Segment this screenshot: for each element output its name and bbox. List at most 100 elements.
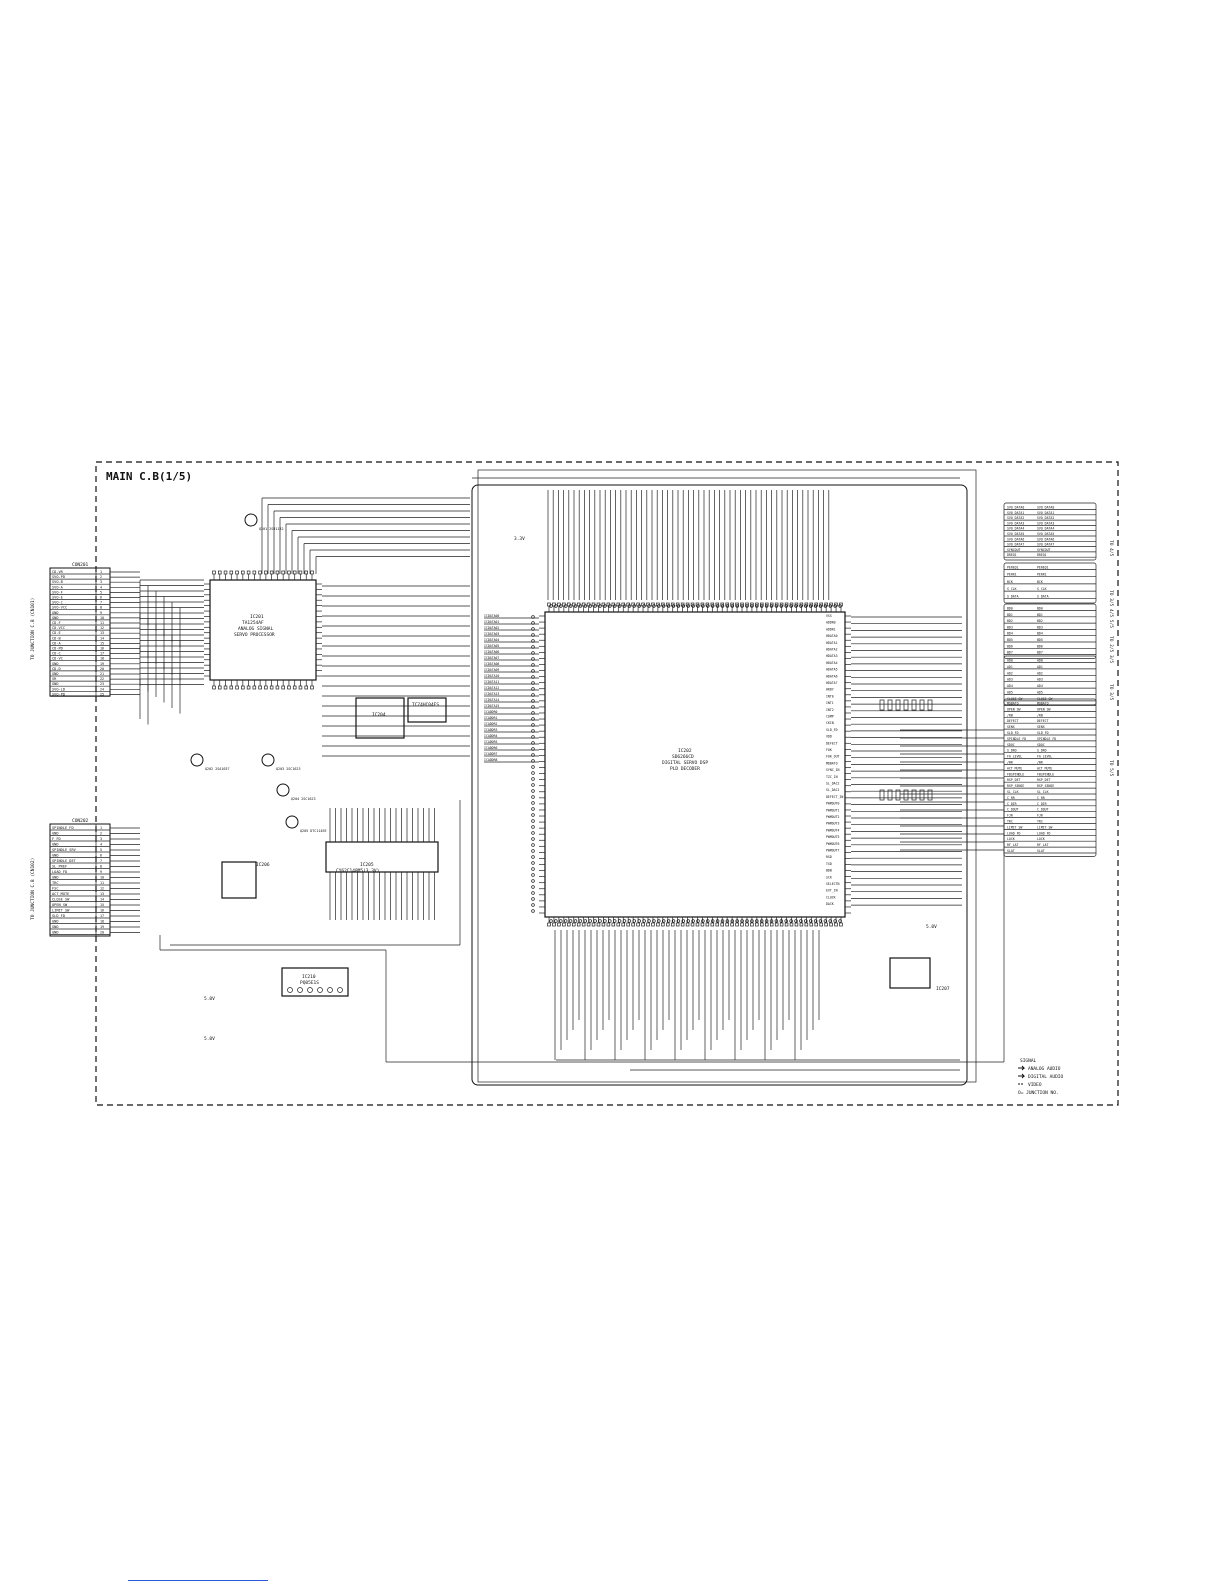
net-label-left: SLD_FD [1007,731,1019,735]
net-label-right: AD5 [1037,691,1043,695]
ic202-right-pin-label: PWMOUT3 [826,822,840,826]
net-label-left: AD0 [1007,659,1013,663]
net-label-left: RF_LAT [1007,843,1019,847]
ic202-right-pin-label: HDATA0 [826,634,838,638]
page-footer-line [128,1580,268,1581]
ic202-left-pins: ICDATA00ICDATA01ICDATA02ICDATA03ICDATA04… [484,614,539,763]
ic202-right-pin-label: HDATA7 [826,681,838,685]
con201-pin-label: GND [52,682,59,686]
net-label-right: FG_LEVEL [1037,755,1052,759]
svg-text:SIGNAL: SIGNAL [1020,1058,1037,1064]
net-label-left: MOBATO [1007,702,1019,706]
ic202: IC202 SD6266CD DIGITAL SERVO DSP PLD DEC… [539,602,851,927]
net-label-left: DREQ1 [1007,553,1017,557]
vcc-label-d: 5.0V [204,1036,215,1042]
ic202-right-pin-label: HRDY [826,688,834,692]
con202-pin-label: SPINDLE_FD [52,826,74,830]
net-label-right: SVO_DATA2 [1037,516,1054,520]
net-label-right: FBSPINDLE [1037,772,1054,776]
ic202-left-pin-label: ICDATA14 [484,698,499,702]
ic202-right-pin-label: RXD [826,855,832,859]
ic202-right-pin-label: SL_DAC1 [826,788,840,792]
net-label-right: BD1 [1037,613,1043,617]
con201-pin-number: 23 [100,682,104,686]
net-label-right: LOCK [1037,837,1045,841]
svg-text:TO JUNCTION C.B (CN102): TO JUNCTION C.B (CN102) [30,858,36,920]
con201-pin-label: SVO-PD [52,692,65,696]
con202-pin-number: 11 [100,881,104,885]
ic202-right-pin-label: CKIN [826,721,834,725]
con202-pin-label: SLD_FD [52,914,65,918]
vcc-label-b: 5.0V [926,924,937,930]
net-label-left: SVO_DATA0 [1007,506,1024,510]
svg-text:IC204: IC204 [372,712,386,718]
net-label-right: LIMIT_SW [1037,825,1052,829]
svg-text:TO JUNCTION C.B (CN101): TO JUNCTION C.B (CN101) [30,598,36,660]
ic202-left-pin-label: ICDATA01 [484,620,499,624]
con201-pin-number: 18 [100,657,104,661]
net-label-left: SPINDLE_FD [1007,737,1026,741]
net-label-left: BD0 [1007,607,1013,611]
con201-pin-label: CD-VR [52,570,64,574]
con201-pin-number: 3 [100,580,102,584]
con201-pin-label: CD-A [52,641,61,645]
net-label-right: BD2 [1037,619,1043,623]
net-label-left: BD7 [1007,651,1013,655]
con201-pin-label: SVO-A [52,585,64,589]
con202-pin-label: GND [52,931,59,935]
net-label-right: AD2 [1037,671,1043,675]
con201-pin-label: SVO-VCC [52,606,67,610]
group2-to: TO 3/5 4/5 5/5 [1108,590,1114,628]
net-label-left: BCK [1007,580,1013,584]
vcc-label-a: 3.3V [514,536,525,542]
net-label-left: C_RR [1007,796,1015,800]
group4-to: TO 3/5 [1108,684,1114,701]
net-label-right: ACT_MUTE [1037,766,1052,770]
net-label-left: SVO_DATA6 [1007,537,1024,541]
ic202-right-pin-label: DEFECT [826,741,838,745]
ic202-left-pin-label: ICDATA13 [484,692,499,696]
ic202-right-pin-label: BDB [826,869,832,873]
net-label-right: C_DOUT [1037,808,1049,812]
ic202-right-pin-label: MDBATO [826,761,838,765]
transistor-label: Q202 2SA1037 [205,767,230,771]
ic202-right-pin-label: PWMOUT7 [826,849,840,853]
net-label-right: BD5 [1037,638,1043,642]
svg-text:SD6266CD: SD6266CD [672,754,694,760]
con201-pin-label: GND [52,616,59,620]
net-label-left: SENS [1007,725,1015,729]
con201-pin-number: 14 [100,636,104,640]
svg-text:TC74HC04FS: TC74HC04FS [412,702,439,708]
net-label-left: S_CLK [1007,587,1017,591]
net-label-right: SVO_DATA1 [1037,511,1054,515]
ic202-left-pin-label: ICADDR2 [484,722,498,726]
net-label-right: SVO_DATA6 [1037,537,1054,541]
ic202-right-pin-label: PWMOUT2 [826,815,840,819]
transistor-symbol [276,783,290,797]
net-label-left: SL_CLK [1007,790,1019,794]
ic202-left-pin-label: ICADDR8 [484,758,498,762]
net-label-right: BD6 [1037,644,1043,648]
ic202-right-pin-label: VSS [826,614,832,618]
ic202-right-pin-label: EXT_IN [826,889,838,893]
ic202-left-pin-label: ICADDR6 [484,746,498,750]
net-label-right: SYNCOUT [1037,548,1051,552]
con202-pin-number: 3 [100,837,102,841]
net-label-left: FBSPINDLE [1007,772,1024,776]
ic202-right-pin-label: TZC_IN [826,775,838,779]
con201-pin-label: CD-VCC [52,626,65,630]
ic202-right-pin-label: VDD [826,735,832,739]
con202-pin-label: GND [52,876,59,880]
con202-pin-number: 5 [100,848,102,852]
con202-pin-number: 20 [100,931,104,935]
net-label-right: SDOC [1037,743,1045,747]
svg-text:CON202: CON202 [72,818,89,824]
ic202-right-pin-label: PWMOUT6 [826,842,840,846]
net-label-left: FJR [1007,814,1013,818]
svg-text:O= JUNCTION NO.: O= JUNCTION NO. [1018,1090,1059,1096]
net-label-right: AD1 [1037,665,1043,669]
net-label-right: SENS [1037,725,1045,729]
con202-pin-number: 10 [100,876,104,880]
